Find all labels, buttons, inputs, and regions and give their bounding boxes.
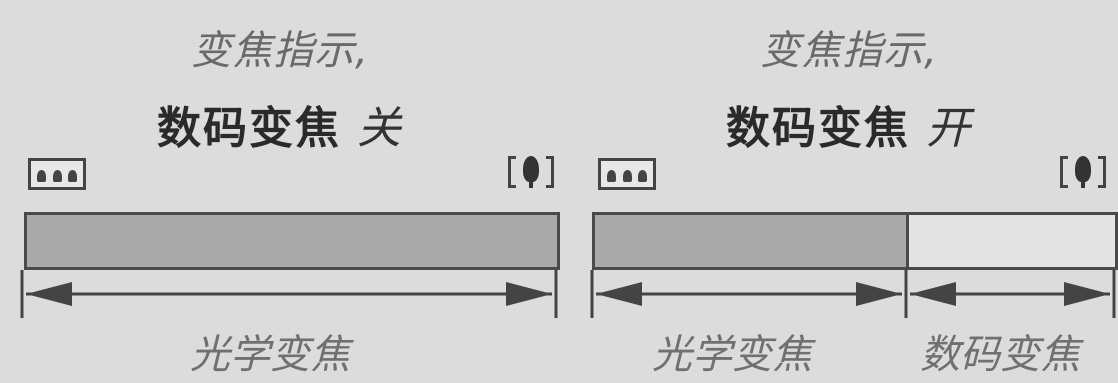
optical-zoom-span-arrow xyxy=(20,270,558,318)
digital-zoom-state: 关 xyxy=(357,103,403,154)
zoom-bar xyxy=(24,212,560,270)
wide-angle-icon xyxy=(598,158,656,190)
zoom-span-arrows xyxy=(590,270,1116,318)
telephoto-icon xyxy=(508,150,554,194)
optical-zoom-range xyxy=(595,215,907,267)
panel-title-line2: 数码变焦 关 xyxy=(0,92,560,156)
optical-digital-divider xyxy=(906,215,909,267)
zoom-indicator-digital-on: 变焦指示, 数码变焦 开 光学变焦 数码变焦 xyxy=(580,0,1118,383)
panel-title-line2: 数码变焦 开 xyxy=(580,92,1118,156)
digital-zoom-label: 数码变焦 xyxy=(157,103,341,154)
zoom-bar xyxy=(592,212,1118,270)
wide-angle-icon xyxy=(28,158,86,190)
optical-zoom-range xyxy=(27,215,557,267)
digital-zoom-caption: 数码变焦 xyxy=(920,332,1080,378)
digital-zoom-label: 数码变焦 xyxy=(726,103,910,154)
panel-title-line1: 变焦指示, xyxy=(760,28,938,74)
telephoto-icon xyxy=(1060,150,1106,194)
digital-zoom-state: 开 xyxy=(926,103,972,154)
panel-title-line1: 变焦指示, xyxy=(191,28,369,74)
zoom-indicator-digital-off: 变焦指示, 数码变焦 关 光学变焦 xyxy=(0,28,560,378)
optical-zoom-caption: 光学变焦 xyxy=(652,332,812,378)
optical-zoom-caption: 光学变焦 xyxy=(190,332,350,378)
